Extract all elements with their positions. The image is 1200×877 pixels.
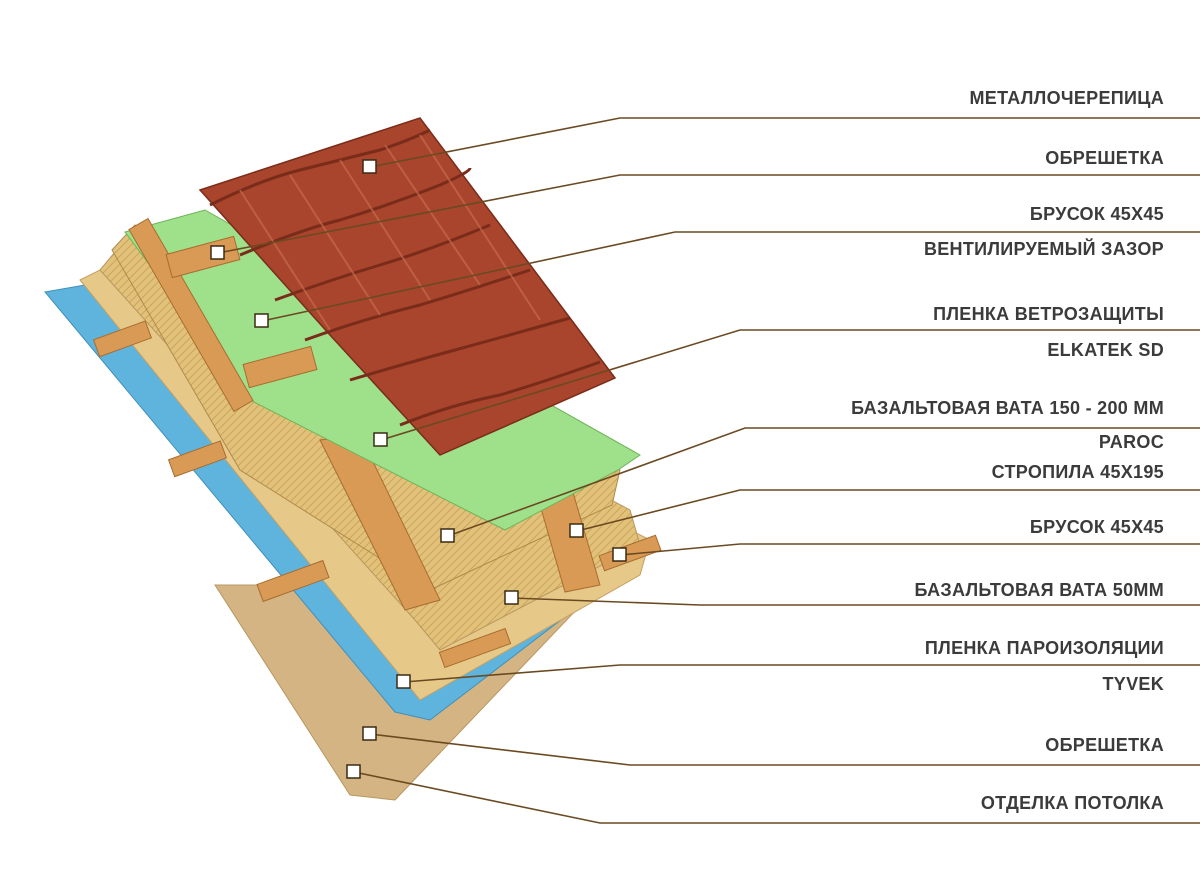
marker-wind-film: [373, 432, 388, 447]
label-ventilated-gap: ВЕНТИЛИРУЕМЫЙ ЗАЗОР: [923, 239, 1164, 259]
label-basalt-brand: PAROC: [1098, 432, 1164, 452]
leader-lines: [217, 117, 1200, 824]
label-basalt-thin: БАЗАЛЬТОВАЯ ВАТА 50ММ: [914, 580, 1164, 600]
batten-bars: [92, 320, 662, 669]
marker-basalt-thick: [440, 528, 455, 543]
marker-rafters: [569, 523, 584, 538]
callout-markers: [210, 159, 627, 779]
label-basalt-thick: БАЗАЛЬТОВАЯ ВАТА 150 - 200 ММ: [851, 398, 1164, 418]
label-bar-45-top: БРУСОК 45Х45: [1029, 204, 1164, 224]
label-vapor-film-brand: TYVEK: [1102, 674, 1164, 694]
label-rafters: СТРОПИЛА 45Х195: [991, 462, 1164, 482]
label-ceiling-finish: ОТДЕЛКА ПОТОЛКА: [980, 793, 1164, 813]
metal-tile-roofing: [198, 117, 617, 456]
marker-bar-top: [254, 313, 269, 328]
marker-vapor-film: [396, 674, 411, 689]
label-wind-film: ПЛЕНКА ВЕТРОЗАЩИТЫ: [933, 304, 1164, 324]
label-batten-top: ОБРЕШЕТКА: [1045, 148, 1164, 168]
marker-ceiling: [346, 764, 361, 779]
label-bar-45-mid: БРУСОК 45Х45: [1029, 517, 1164, 537]
marker-basalt-thin: [504, 590, 519, 605]
marker-batten-bottom: [362, 726, 377, 741]
label-wind-film-brand: ELKATEK SD: [1047, 340, 1164, 360]
marker-metal-tile: [362, 159, 377, 174]
label-vapor-film: ПЛЕНКА ПАРОИЗОЛЯЦИИ: [924, 638, 1164, 658]
label-metal-tile: МЕТАЛЛОЧЕРЕПИЦА: [969, 88, 1164, 108]
marker-bar-mid: [612, 547, 627, 562]
marker-batten-top: [210, 245, 225, 260]
label-batten-bottom: ОБРЕШЕТКА: [1045, 735, 1164, 755]
